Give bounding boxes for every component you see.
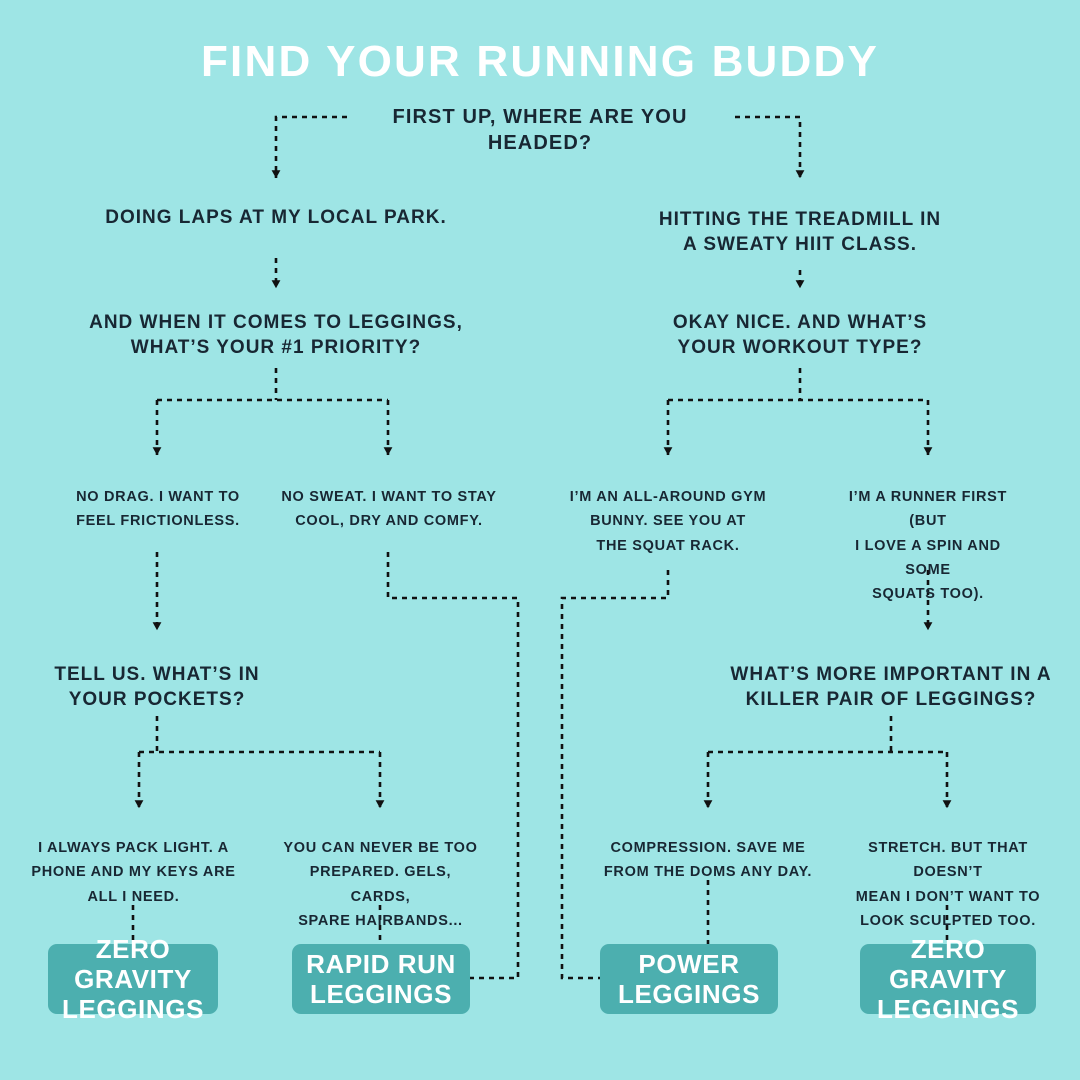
answer-stretch: STRETCH. BUT THAT DOESN’T MEAN I DON’T W… [855, 840, 1041, 930]
left-question-priority: AND WHEN IT COMES TO LEGGINGS, WHAT’S YO… [89, 312, 463, 359]
wire-root-to-left [271, 115, 347, 179]
option-no-sweat: NO SWEAT. I WANT TO STAY COOL, DRY AND C… [281, 489, 497, 530]
result-zero-gravity-left[interactable]: ZERO GRAVITY LEGGINGS [48, 934, 218, 1024]
right-answer-treadmill: HITTING THE TREADMILL IN A SWEATY HIIT C… [658, 209, 942, 256]
result-zero-gravity-right[interactable]: ZERO GRAVITY LEGGINGS [860, 934, 1036, 1024]
result-rapid-run[interactable]: RAPID RUN LEGGINGS [292, 944, 470, 1014]
option-gym-bunny: I’M AN ALL-AROUND GYM BUNNY. SEE YOU AT … [569, 489, 767, 554]
question-killer-leggings: WHAT’S MORE IMPORTANT IN A KILLER PAIR O… [730, 664, 1052, 711]
answer-never-too-prepared: YOU CAN NEVER BE TOO PREPARED. GELS, CAR… [283, 840, 478, 930]
answer-pack-light: I ALWAYS PACK LIGHT. A PHONE AND MY KEYS… [31, 840, 236, 905]
wire-opt-b-to-rapid-run [386, 552, 520, 980]
root-question: FIRST UP, WHERE ARE YOU HEADED? [392, 106, 688, 155]
question-pockets: TELL US. WHAT’S IN YOUR POCKETS? [54, 664, 260, 711]
page-title: FIND YOUR RUNNING BUDDY [200, 37, 880, 86]
answer-compression: COMPRESSION. SAVE ME FROM THE DOMS ANY D… [603, 840, 813, 881]
wire-gym-bunny-to-power [560, 570, 670, 980]
result-power[interactable]: POWER LEGGINGS [600, 944, 778, 1014]
wire-root-to-right [735, 115, 805, 179]
left-answer-park: DOING LAPS AT MY LOCAL PARK. [105, 207, 447, 228]
right-question-workout-type: OKAY NICE. AND WHAT’S YOUR WORKOUT TYPE? [672, 312, 928, 359]
option-runner-first: I’M A RUNNER FIRST (BUT I LOVE A SPIN AN… [848, 489, 1008, 603]
option-no-drag: NO DRAG. I WANT TO FEEL FRICTIONLESS. [76, 489, 240, 530]
